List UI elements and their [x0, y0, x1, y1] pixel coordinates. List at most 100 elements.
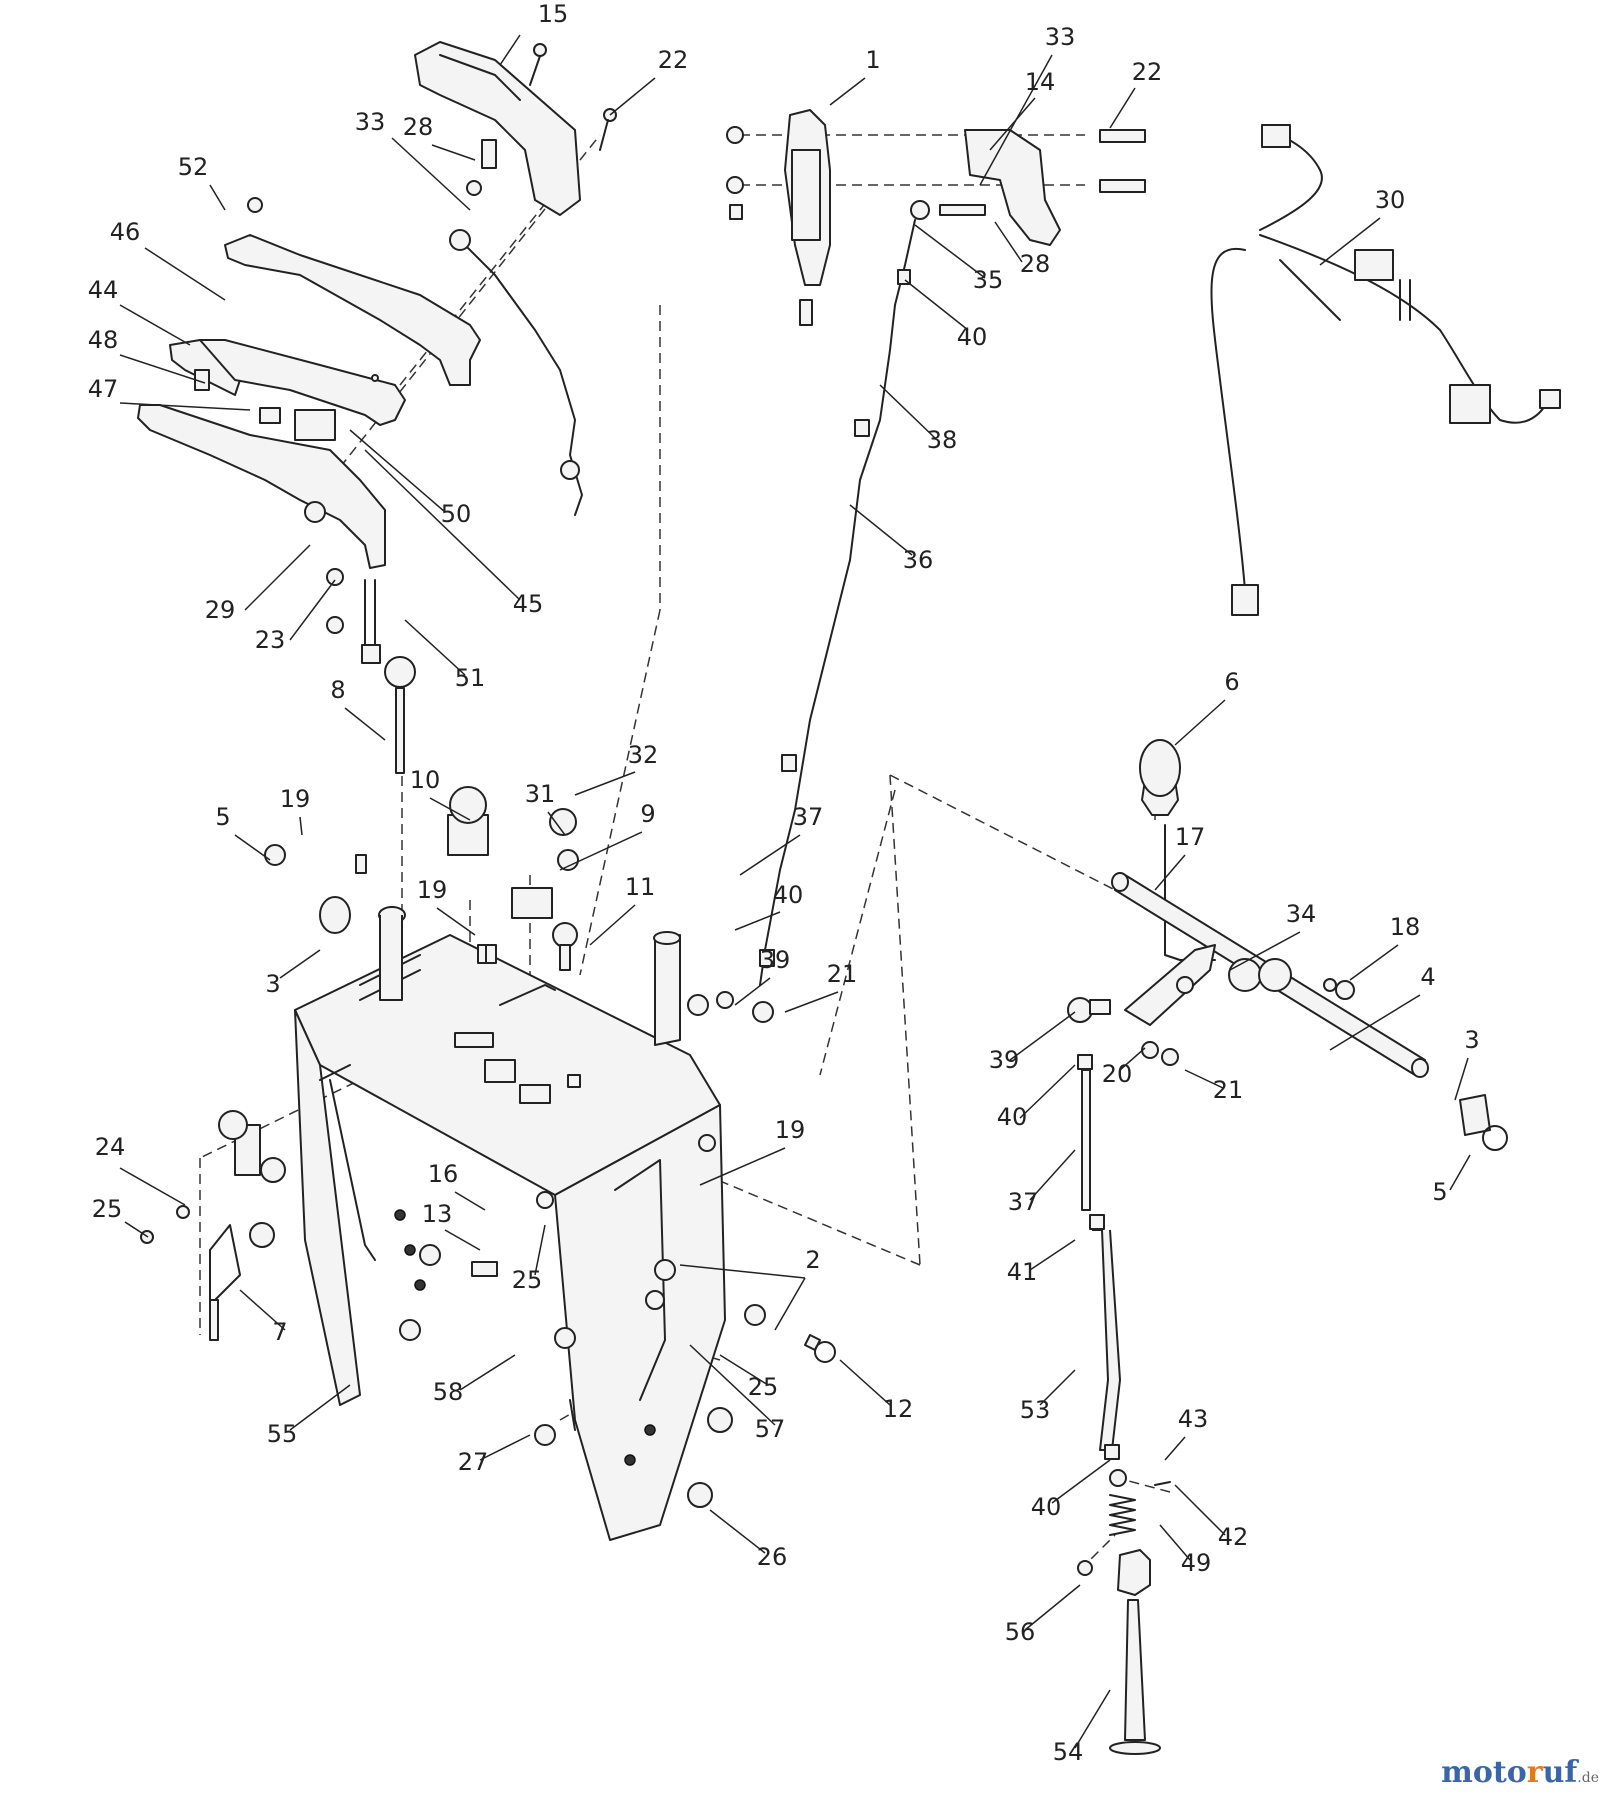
callout-13: 13 — [422, 1200, 453, 1228]
callout-3: 3 — [265, 970, 280, 998]
leader-line — [299, 816, 303, 836]
leader-line — [1119, 1047, 1146, 1071]
leader-lines — [119, 34, 1471, 1749]
leader-line — [1009, 1011, 1076, 1061]
callout-52: 52 — [178, 153, 209, 181]
leader-line — [1349, 944, 1399, 981]
callout-20: 20 — [1102, 1060, 1133, 1088]
watermark-part1: moto — [1441, 1755, 1527, 1790]
leader-line — [709, 1509, 766, 1554]
callout-56: 56 — [1005, 1618, 1036, 1646]
speed-selector-lever — [140, 656, 774, 1341]
watermark-logo: motoruf.de — [1441, 1755, 1599, 1790]
callout-25: 25 — [512, 1266, 543, 1294]
watermark-tld: .de — [1577, 1770, 1599, 1786]
leader-line — [1159, 1524, 1191, 1561]
callout-49: 49 — [1181, 1549, 1212, 1577]
callout-57: 57 — [755, 1415, 786, 1443]
callout-25: 25 — [748, 1373, 779, 1401]
callout-1: 1 — [865, 46, 880, 74]
leader-line — [499, 34, 521, 66]
callout-26: 26 — [757, 1543, 788, 1571]
callout-10: 10 — [410, 766, 441, 794]
leader-line — [719, 1354, 769, 1386]
callout-22: 22 — [658, 46, 689, 74]
callout-18: 18 — [1390, 913, 1421, 941]
leader-line — [279, 949, 321, 979]
leader-line — [1154, 854, 1186, 891]
callout-40: 40 — [1031, 1493, 1062, 1521]
leader-line — [444, 1229, 481, 1251]
callout-24: 24 — [95, 1133, 126, 1161]
leader-line — [289, 579, 336, 641]
leader-line — [239, 1289, 286, 1331]
leader-line — [431, 144, 476, 161]
callout-31: 31 — [525, 780, 556, 808]
leader-line — [1024, 1584, 1081, 1631]
callout-40: 40 — [957, 323, 988, 351]
handle-upper-bracket — [726, 109, 1146, 986]
callout-28: 28 — [1020, 250, 1051, 278]
callout-28: 28 — [403, 113, 434, 141]
callout-6: 6 — [1224, 668, 1239, 696]
callout-33: 33 — [1045, 23, 1076, 51]
callout-22: 22 — [1132, 58, 1163, 86]
leader-line — [459, 1354, 516, 1391]
callout-21: 21 — [827, 960, 858, 988]
leader-line — [1029, 1149, 1076, 1201]
callout-5: 5 — [1432, 1178, 1447, 1206]
leader-line — [404, 619, 466, 676]
callout-23: 23 — [255, 626, 286, 654]
leader-line — [1051, 1459, 1111, 1504]
callout-34: 34 — [1286, 900, 1317, 928]
leader-line — [849, 504, 913, 556]
leader-line — [1319, 217, 1381, 266]
leader-line — [1329, 994, 1421, 1051]
leader-line — [914, 224, 986, 279]
leader-line — [559, 831, 643, 871]
leader-line — [436, 907, 476, 936]
leader-line — [391, 137, 471, 211]
callout-16: 16 — [428, 1160, 459, 1188]
leader-line — [534, 1224, 546, 1276]
leader-line — [734, 911, 781, 931]
callout-19: 19 — [417, 876, 448, 904]
leader-line — [1039, 1369, 1076, 1406]
callout-58: 58 — [433, 1378, 464, 1406]
leader-line — [689, 1344, 776, 1426]
leader-line — [1164, 1436, 1186, 1461]
leader-line — [119, 402, 251, 411]
callout-45: 45 — [513, 590, 544, 618]
callout-47: 47 — [88, 375, 119, 403]
shift-rod-assembly — [1067, 739, 1508, 1755]
callout-29: 29 — [205, 596, 236, 624]
shift-lever-assembly — [319, 1064, 576, 1431]
control-panel-assembly — [137, 41, 617, 664]
leader-line — [589, 904, 636, 946]
leader-line — [479, 1434, 531, 1461]
callout-14: 14 — [1025, 68, 1056, 96]
leader-line — [699, 1147, 786, 1186]
callout-44: 44 — [88, 276, 119, 304]
leader-line — [119, 1167, 186, 1206]
leader-line — [1019, 1064, 1076, 1119]
leader-line — [839, 1359, 891, 1406]
leader-line — [344, 707, 386, 741]
leader-line — [574, 771, 636, 796]
callout-37: 37 — [1008, 1188, 1039, 1216]
callout-8: 8 — [330, 676, 345, 704]
callout-5: 5 — [215, 803, 230, 831]
callout-30: 30 — [1375, 186, 1406, 214]
callout-7: 7 — [272, 1318, 287, 1346]
callout-32: 32 — [628, 741, 659, 769]
callout-27: 27 — [458, 1448, 489, 1476]
callout-11: 11 — [625, 873, 656, 901]
wiring-harness — [1210, 124, 1561, 616]
callout-3: 3 — [1464, 1026, 1479, 1054]
callout-39: 39 — [760, 946, 791, 974]
leader-line — [349, 429, 446, 513]
callout-41: 41 — [1007, 1258, 1038, 1286]
